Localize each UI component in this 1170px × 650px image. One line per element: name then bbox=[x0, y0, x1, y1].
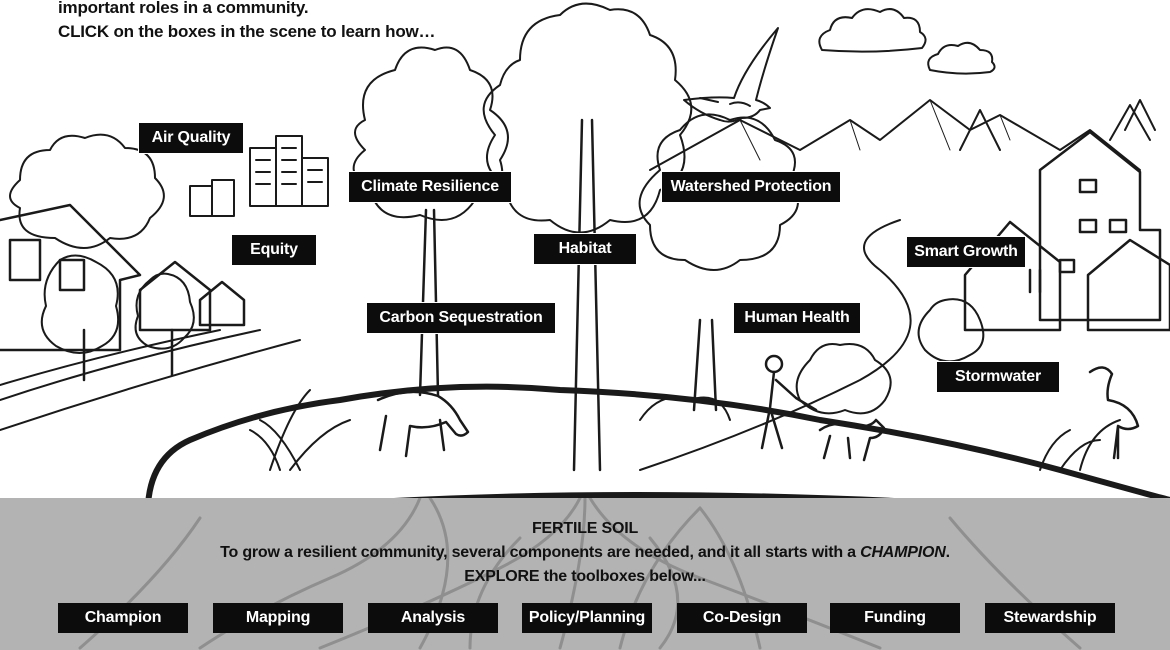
heron-icon bbox=[1088, 366, 1140, 460]
toolbox-analysis-button[interactable]: Analysis bbox=[368, 603, 498, 633]
habitat-button[interactable]: Habitat bbox=[533, 233, 637, 265]
walker-with-dog-icon bbox=[760, 354, 886, 462]
cloud-icon bbox=[818, 8, 996, 75]
explore-toolboxes-text: EXPLORE the toolboxes below... bbox=[464, 568, 706, 585]
fertile-soil-heading: FERTILE SOIL bbox=[531, 520, 639, 537]
toolbox-co-design-button[interactable]: Co-Design bbox=[677, 603, 807, 633]
tree-canopies bbox=[9, 2, 1156, 415]
mountain-shading bbox=[739, 99, 1011, 161]
left-houses-icon bbox=[0, 203, 246, 352]
city-buildings-icon bbox=[189, 135, 329, 217]
street-lines bbox=[0, 329, 301, 431]
intro-line-1: important roles in a community. bbox=[58, 0, 309, 17]
human-health-button[interactable]: Human Health bbox=[733, 302, 861, 334]
soil-line-prefix: To grow a resilient community, several c… bbox=[220, 544, 861, 561]
toolbox-policy-planning-button[interactable]: Policy/Planning bbox=[522, 603, 652, 633]
equity-button[interactable]: Equity bbox=[231, 234, 317, 266]
soil-line-suffix: . bbox=[945, 544, 950, 561]
toolbox-stewardship-button[interactable]: Stewardship bbox=[985, 603, 1115, 633]
toolbox-funding-button[interactable]: Funding bbox=[830, 603, 960, 633]
air-quality-button[interactable]: Air Quality bbox=[138, 122, 244, 154]
hawk-icon bbox=[683, 27, 779, 123]
ground-outline bbox=[144, 383, 1170, 523]
climate-resilience-button[interactable]: Climate Resilience bbox=[348, 171, 512, 203]
toolbox-mapping-button[interactable]: Mapping bbox=[213, 603, 343, 633]
park-path bbox=[639, 219, 912, 471]
smart-growth-button[interactable]: Smart Growth bbox=[906, 236, 1026, 268]
toolbox-champion-button[interactable]: Champion bbox=[58, 603, 188, 633]
watershed-protection-button[interactable]: Watershed Protection bbox=[661, 171, 841, 203]
intro-line-2: CLICK on the boxes in the scene to learn… bbox=[58, 22, 436, 41]
fertile-soil-description: To grow a resilient community, several c… bbox=[0, 544, 1170, 562]
champion-emphasis: CHAMPION bbox=[860, 544, 946, 561]
stormwater-button[interactable]: Stormwater bbox=[936, 361, 1060, 393]
mountain-range bbox=[649, 99, 1141, 171]
carbon-sequestration-button[interactable]: Carbon Sequestration bbox=[366, 302, 556, 334]
deer-icon bbox=[376, 390, 470, 458]
intro-text: important roles in a community. CLICK on… bbox=[58, 0, 436, 44]
right-houses-icon bbox=[963, 130, 1170, 332]
foreground-shrubs bbox=[249, 389, 1121, 471]
